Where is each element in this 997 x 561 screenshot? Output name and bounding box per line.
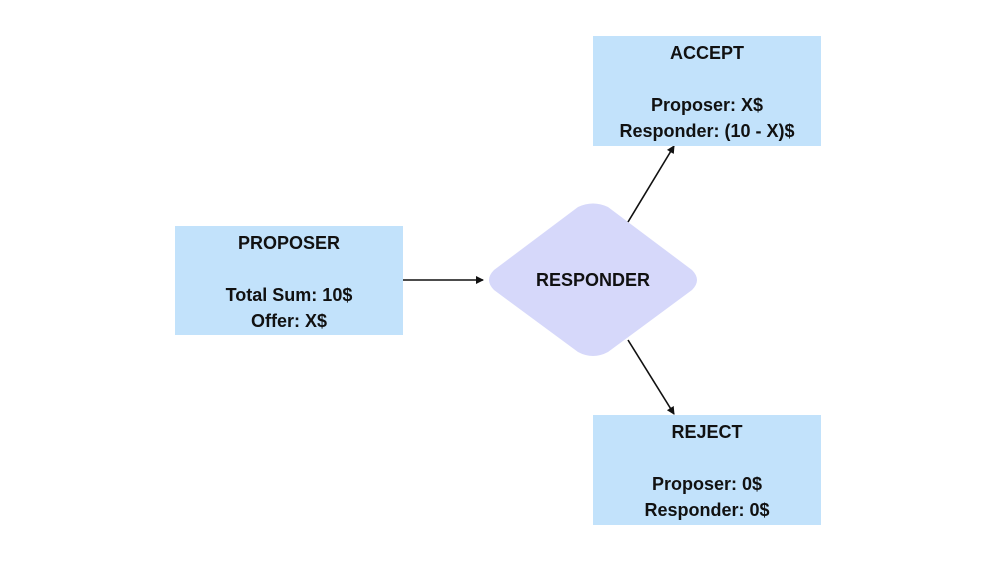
reject-responder-payoff: Responder: 0$ — [644, 500, 770, 520]
accept-responder-payoff: Responder: (10 - X)$ — [619, 121, 795, 141]
accept-proposer-payoff: Proposer: X$ — [650, 95, 764, 115]
reject-spacer — [593, 445, 821, 471]
responder-label: RESPONDER — [535, 270, 651, 290]
reject-box: REJECT Proposer: 0$ Responder: 0$ — [593, 415, 821, 525]
proposer-total-sum: Total Sum: 10$ — [225, 285, 353, 305]
proposer-box: PROPOSER Total Sum: 10$ Offer: X$ — [175, 226, 403, 335]
reject-title: REJECT — [671, 422, 743, 442]
proposer-title: PROPOSER — [237, 233, 341, 253]
accept-box: ACCEPT Proposer: X$ Responder: (10 - X)$ — [593, 36, 821, 146]
proposer-offer: Offer: X$ — [250, 311, 328, 331]
accept-spacer — [593, 66, 821, 92]
arrow-responder-to-reject — [627, 339, 675, 415]
responder-diamond — [489, 203, 697, 356]
proposer-spacer — [175, 256, 403, 282]
reject-proposer-payoff: Proposer: 0$ — [651, 474, 763, 494]
accept-title: ACCEPT — [669, 43, 744, 63]
arrow-responder-to-accept — [627, 145, 675, 223]
